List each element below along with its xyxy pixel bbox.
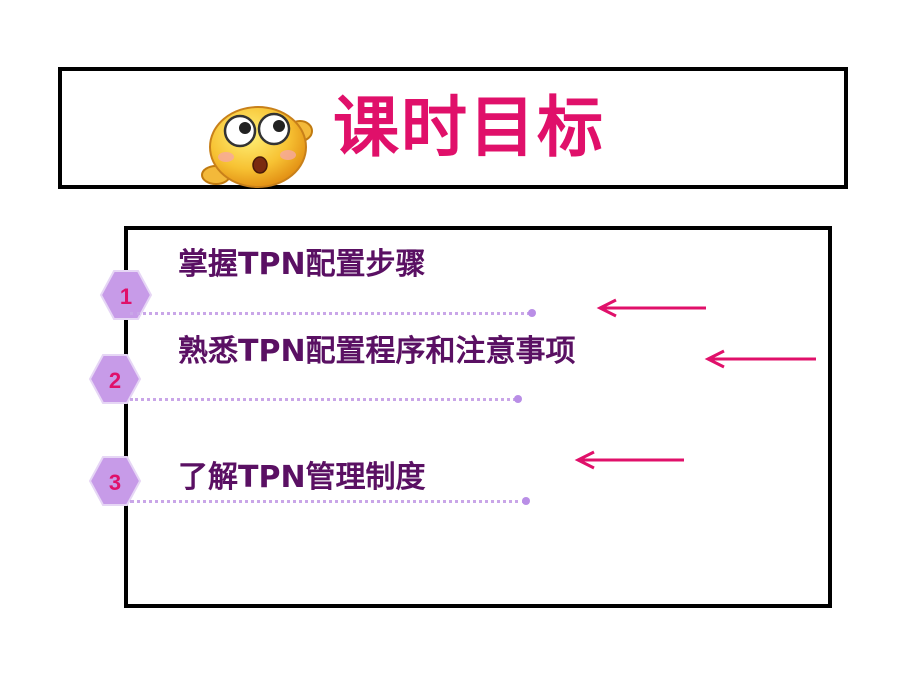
title-frame (58, 67, 848, 189)
dotted-separator (130, 312, 530, 315)
surprised-smiley-face-icon (201, 106, 313, 188)
hexagon-badge-icon (88, 456, 142, 506)
hexagon-badge-icon (99, 270, 153, 320)
hexagon-badge-icon (88, 354, 142, 404)
slide-title: 课时目标 (333, 89, 605, 166)
content-frame (124, 226, 832, 608)
dotted-separator (130, 500, 526, 503)
list-item-text: 了解TPN管理制度 (178, 460, 426, 495)
separator-dot (514, 395, 522, 403)
item-number: 3 (108, 470, 122, 495)
separator-dot (522, 497, 530, 505)
item-number: 1 (119, 284, 133, 309)
left-arrow-icon (704, 349, 816, 369)
left-arrow-icon (596, 298, 706, 318)
list-item-text: 掌握TPN配置步骤 (178, 247, 426, 282)
separator-dot (528, 309, 536, 317)
dotted-separator (130, 398, 516, 401)
list-item-text: 熟悉TPN配置程序和注意事项 (178, 334, 576, 369)
item-number: 2 (108, 368, 122, 393)
left-arrow-icon (574, 450, 684, 470)
